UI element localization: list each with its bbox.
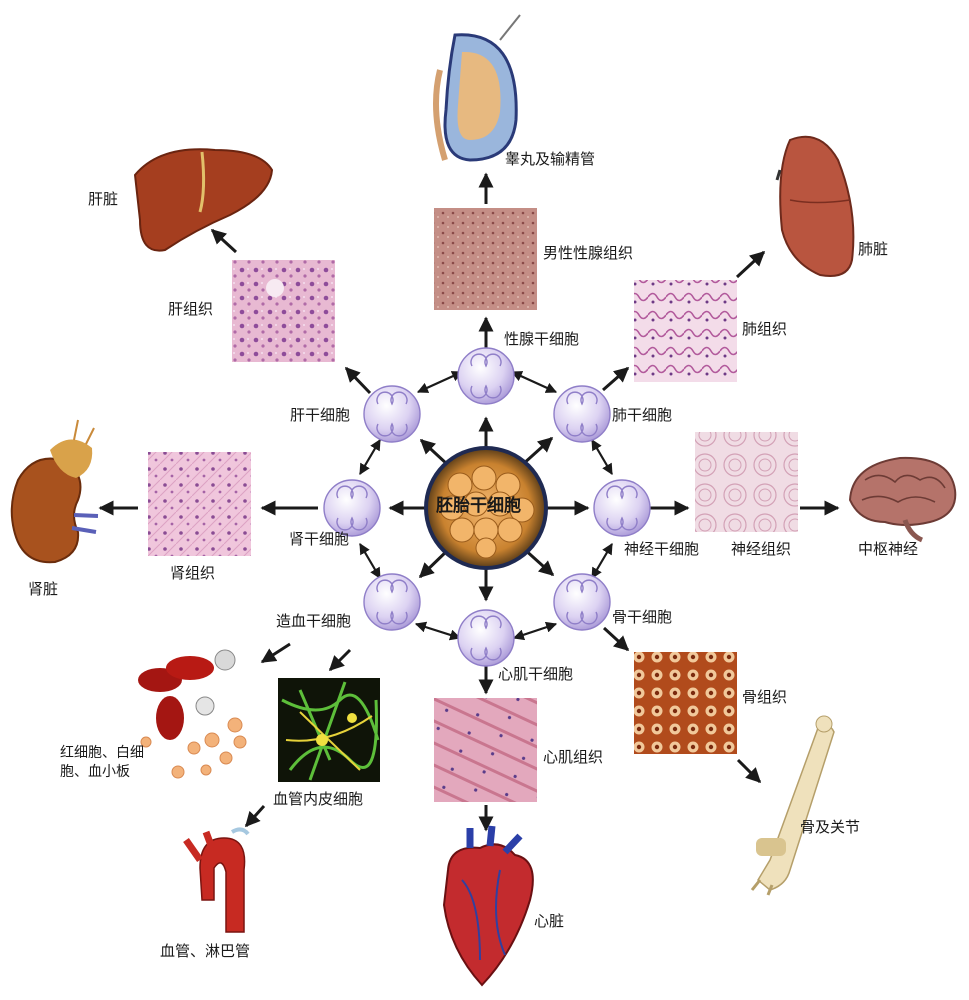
lung-stem-cell-sphere [553,385,611,443]
arrows-to-organ [98,172,840,832]
brain-image [848,456,957,543]
lung-stem-cell-label: 肺干细胞 [612,406,673,424]
vessels-label: 血管、淋巴管 [160,942,251,960]
bone-stem-cell-label: 骨干细胞 [612,608,673,626]
cardiac-stem-cell-sphere [457,609,515,667]
liver-organ-label: 肝脏 [88,190,119,208]
bone-image [750,715,835,896]
bone-tissue-label: 骨组织 [742,688,788,706]
cardiac-stem-cell-label: 心肌干细胞 [498,665,574,683]
endothelial-cells-image [278,678,380,782]
kidney-tissue-image [148,452,251,556]
liver-stem-cell-label: 肝干细胞 [290,406,351,424]
liver-tissue-label: 肝组织 [168,300,214,318]
neural-tissue-image [695,432,798,532]
gonad-stem-cell-sphere [457,347,515,405]
neural-stem-cell-sphere [593,479,651,537]
bone-joint-label: 骨及关节 [800,818,861,836]
heart-label: 心脏 [534,912,565,930]
male-gonad-tissue-label: 男性性腺组织 [543,244,634,262]
vessels-image [183,827,250,933]
hematopoietic-stem-cell-label: 造血干细胞 [276,612,352,630]
lung-organ-image [775,135,855,277]
kidney-organ-label: 肾脏 [28,580,59,598]
kidney-tissue-label: 肾组织 [170,564,216,582]
neural-tissue-label: 神经组织 [731,540,792,558]
testis-image [433,14,521,162]
liver-organ-image [133,148,274,252]
bone-tissue-image [634,652,737,754]
blood-cells-image [138,649,247,779]
arrows-ring [359,370,613,641]
heart-image [442,825,534,987]
tissue-images [148,208,798,802]
kidney-stem-cell-label: 肾干细胞 [289,530,350,548]
arrows-to-tissue [260,316,690,695]
lung-tissue-image [634,280,737,382]
bone-stem-cell-sphere [553,573,611,631]
cardiac-tissue-image [434,698,537,802]
lung-organ-label: 肺脏 [858,240,889,258]
organ-images [10,14,957,987]
kidney-stem-cell-sphere [323,479,381,537]
cns-label: 中枢神经 [858,540,919,558]
embryonic-stem-cell-image [424,446,548,570]
endothelial-cells-label: 血管内皮细胞 [273,790,364,808]
blood-cells-label: 红细胞、白细胞、血小板 [60,745,144,780]
lung-tissue-label: 肺组织 [742,320,788,338]
cardiac-tissue-label: 心肌组织 [543,748,604,766]
embryonic-stem-cell-label: 胚胎干细胞 [436,496,521,516]
liver-stem-cell-sphere [363,385,421,443]
male-gonad-tissue-image [434,208,537,310]
neural-stem-cell-label: 神经干细胞 [624,540,700,558]
hematopoietic-stem-cell-sphere [363,573,421,631]
testis-label: 睾丸及输精管 [505,150,596,168]
gonad-stem-cell-label: 性腺干细胞 [504,330,580,348]
stem-cell-spheres [323,347,651,667]
liver-tissue-image [232,260,335,362]
kidney-organ-image [10,419,99,564]
